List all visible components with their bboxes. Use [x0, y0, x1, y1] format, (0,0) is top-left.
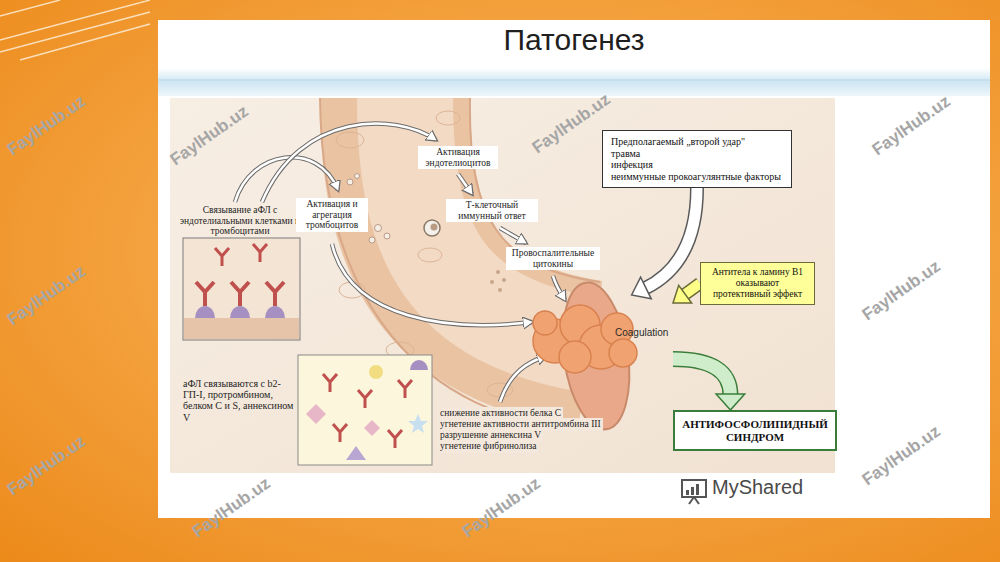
watermark: FaylHub.uz — [167, 102, 253, 170]
hypothesis-box: Предполагаемый „второй удар"травмаинфекц… — [602, 130, 792, 188]
title-wrap: Патогенез — [158, 22, 990, 58]
watermark-wrap: FaylHub.uz — [859, 422, 945, 490]
clot-blob — [533, 311, 557, 335]
label-wrap: Провоспалительные цитокины — [506, 247, 600, 270]
title-band — [158, 68, 990, 96]
box-heading: АНТИФОСФОЛИПИДНЫЙ СИНДРОМ — [681, 418, 829, 443]
arrow-connector — [673, 359, 745, 410]
box-text: инфекция — [611, 159, 783, 171]
logo-text: MyShared — [712, 476, 803, 498]
arrow-outline — [645, 188, 697, 288]
clot-blob — [609, 339, 637, 367]
watermark: FaylHub.uz — [4, 262, 90, 330]
receptors — [195, 244, 285, 318]
arrow-body — [684, 283, 700, 294]
watermark-wrap: FaylHub.uz — [4, 262, 90, 330]
effect-line: угнетение фибринолиза — [438, 440, 538, 453]
antigens — [306, 360, 428, 460]
watermark: FaylHub.uz — [4, 432, 90, 500]
vessel-section — [554, 278, 638, 433]
arrow-head — [673, 285, 692, 303]
watermark-wrap: FaylHub.uz — [4, 92, 90, 160]
clot-node: Coagulation — [525, 295, 673, 375]
watermark: FaylHub.uz — [189, 474, 275, 542]
label-wrap: аФЛ связываются с b2-ГП-I, протромбином,… — [183, 378, 295, 423]
t-cell — [424, 220, 440, 236]
watermark-wrap: FaylHub.uz — [859, 257, 945, 325]
slide-title: Патогенез — [158, 22, 990, 58]
step-label: Активация и агрегация тромбоцитов — [296, 198, 368, 232]
inset-box — [183, 238, 300, 340]
watermark-wrap: FaylHub.uz — [189, 474, 275, 542]
clot-blob — [559, 341, 591, 373]
watermark: FaylHub.uz — [859, 422, 945, 490]
membrane — [184, 318, 299, 339]
label-wrap: Связывание аФЛ с эндотелиальными клеткам… — [176, 205, 304, 237]
band-line — [158, 80, 990, 81]
label-wrap: Активация и агрегация тромбоцитов — [296, 198, 368, 232]
watermark-wrap: FaylHub.uz — [4, 432, 90, 500]
slide — [158, 20, 990, 518]
arrow-outline — [684, 283, 700, 294]
note-text: аФЛ связываются с b2-ГП-I, протромбином,… — [183, 378, 295, 423]
box-heading: Предполагаемый „второй удар" — [611, 136, 783, 148]
arrow-connector — [632, 188, 697, 299]
step-label: Провоспалительные цитокины — [506, 247, 600, 270]
protective-box: Антитела к ламину В1 оказывают протектив… — [700, 262, 815, 305]
arrow-head — [716, 394, 745, 410]
watermark: FaylHub.uz — [869, 92, 955, 160]
label-wrap: Активация эндотелиоцитов — [418, 146, 498, 169]
t-cell-nucleus — [431, 224, 438, 231]
watermark-wrap: FaylHub.uz — [459, 474, 545, 542]
cytokines — [490, 270, 506, 292]
watermark-wrap: FaylHub.uz — [869, 92, 955, 160]
label-wrap: угнетение фибринолиза — [438, 440, 538, 453]
box-text: травма — [611, 148, 783, 160]
arrow-body — [673, 359, 730, 395]
arrow-head — [632, 277, 652, 299]
watermark: FaylHub.uz — [859, 257, 945, 325]
step-label: Активация эндотелиоцитов — [418, 146, 498, 169]
box-text: неиммунные прокоагулянтные факторы — [611, 171, 783, 183]
label-wrap: MyShared — [712, 476, 803, 498]
arrow-outline — [673, 359, 730, 395]
arrow-body — [645, 188, 697, 288]
clot-label: Coagulation — [615, 327, 668, 338]
arrow-connector — [673, 283, 700, 303]
watermark: FaylHub.uz — [459, 474, 545, 542]
label-wrap: Т-клеточный иммунный ответ — [446, 199, 538, 222]
box-heading: Антитела к ламину В1 оказывают протектив… — [707, 267, 808, 300]
logo-icon — [682, 480, 706, 504]
step-label: Т-клеточный иммунный ответ — [446, 199, 538, 222]
vessel-cells — [336, 111, 513, 397]
step-label: Связывание аФЛ с эндотелиальными клеткам… — [176, 205, 304, 237]
decor-lines — [0, 0, 150, 60]
syndrome-box: АНТИФОСФОЛИПИДНЫЙ СИНДРОМ — [673, 410, 837, 451]
watermark: FaylHub.uz — [4, 92, 90, 160]
inset-box — [298, 355, 432, 465]
watermark-wrap: FaylHub.uz — [167, 102, 253, 170]
